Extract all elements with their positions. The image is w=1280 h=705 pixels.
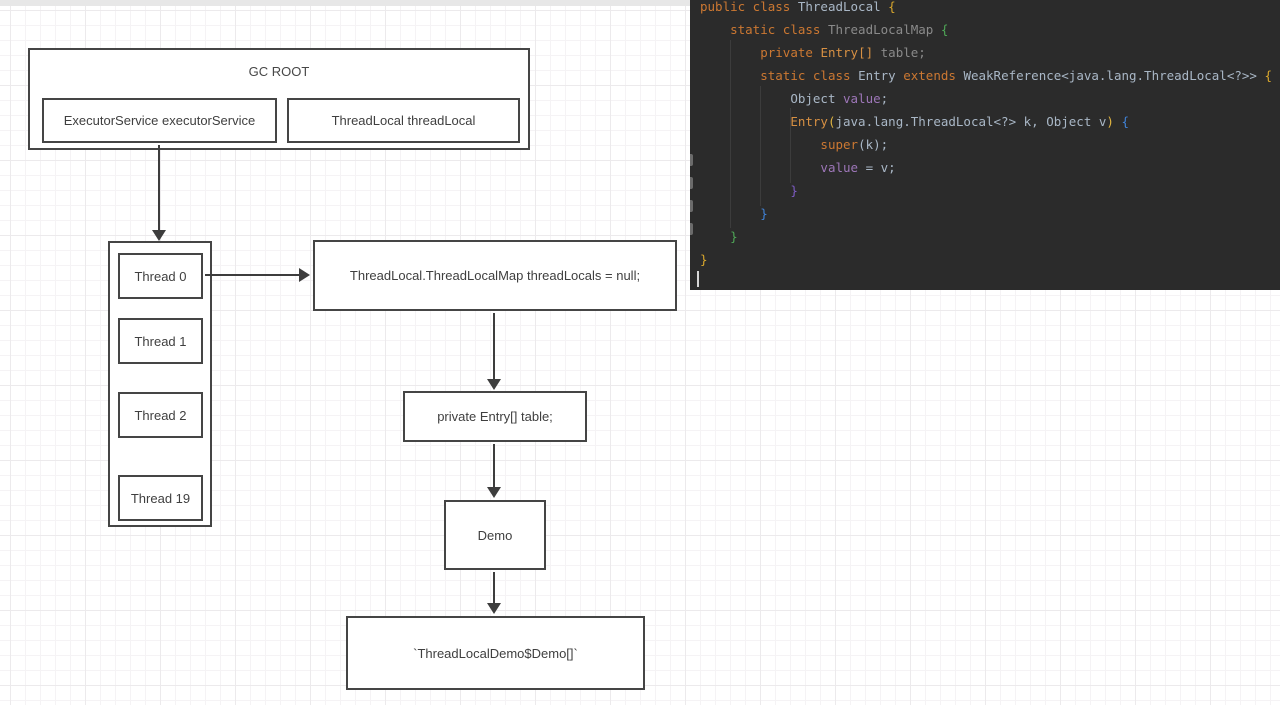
code-line: super(k); [820,137,889,152]
gc-root-title: GC ROOT [248,64,310,79]
arrowhead-down-icon [487,487,501,498]
arrow-line [493,444,495,488]
arrowhead-down-icon [152,230,166,241]
window-top-strip [0,0,690,6]
thread-row[interactable]: Thread 19 [118,475,203,521]
executor-service-label: ExecutorService executorService [63,113,256,128]
thread-local-label: ThreadLocal threadLocal [331,113,476,128]
arrowhead-down-icon [487,379,501,390]
indent-guide [730,40,731,228]
thread-row-label: Thread 0 [134,268,187,284]
code-line: private Entry[] table; [760,45,926,60]
indent-guide [790,108,791,183]
fold-indicator[interactable] [690,154,693,166]
threadlocals-box[interactable]: ThreadLocal.ThreadLocalMap threadLocals … [313,240,677,311]
fold-indicator[interactable] [690,200,693,212]
arrow-line [493,572,495,604]
thread-row-label: Thread 19 [130,490,191,506]
thread-row[interactable]: Thread 2 [118,392,203,438]
code-line: static class Entry extends WeakReference… [760,68,1272,83]
arrow-line [493,313,495,380]
code-line: static class ThreadLocalMap { [730,22,949,37]
code-editor-panel[interactable]: public class ThreadLocal { static class … [690,0,1280,290]
arrowhead-down-icon [487,603,501,614]
code-line: Object value; [790,91,889,106]
thread-row[interactable]: Thread 1 [118,318,203,364]
indent-guide [760,86,761,206]
arrowhead-right-icon [299,268,310,282]
code-line: } [730,229,738,244]
code-line: value = v; [820,160,896,175]
code-line: public class ThreadLocal { [700,0,896,14]
thread-row-label: Thread 1 [134,333,187,349]
entry-table-box[interactable]: private Entry[] table; [403,391,587,442]
text-caret [697,271,699,287]
code-line: } [700,252,708,267]
executor-service-box[interactable]: ExecutorService executorService [42,98,277,143]
arrow-line [205,274,300,276]
demo-label: Demo [477,527,513,543]
thread-local-box[interactable]: ThreadLocal threadLocal [287,98,520,143]
fold-indicator[interactable] [690,177,693,189]
thread-row-label: Thread 2 [134,407,187,423]
demo-box[interactable]: Demo [444,500,546,570]
code-line: } [790,183,798,198]
threadlocals-label: ThreadLocal.ThreadLocalMap threadLocals … [349,268,641,283]
entry-table-label: private Entry[] table; [437,409,553,424]
demo-array-label: `ThreadLocalDemo$Demo[]` [413,645,578,661]
code-text: public class ThreadLocal { static class … [700,0,1272,271]
thread-row[interactable]: Thread 0 [118,253,203,299]
code-line: Entry(java.lang.ThreadLocal<?> k, Object… [790,114,1130,129]
demo-array-box[interactable]: `ThreadLocalDemo$Demo[]` [346,616,645,690]
fold-indicator[interactable] [690,223,693,235]
code-line: } [760,206,768,221]
arrow-line [158,145,160,231]
